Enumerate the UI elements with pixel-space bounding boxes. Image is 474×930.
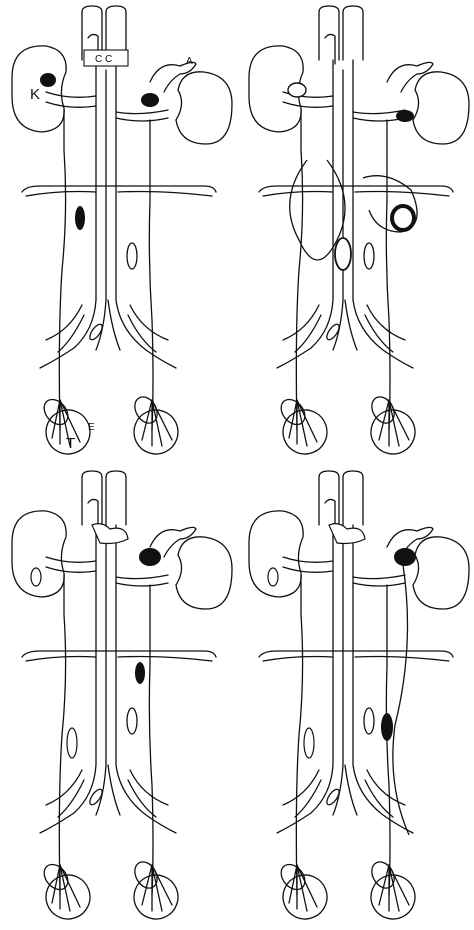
mass-adrenal [139, 548, 161, 566]
mass-adrenal [141, 93, 159, 107]
label-epididymis: E [88, 422, 95, 433]
panel-4 [249, 471, 469, 925]
panel-1: K C C A T E [12, 6, 232, 460]
label-cc: C C [95, 54, 112, 65]
mass-gonadal [135, 662, 145, 684]
panel-3 [12, 471, 232, 925]
label-testis: T [66, 435, 75, 452]
mass-adrenal [394, 548, 416, 566]
mass-upper-left [288, 83, 306, 97]
mass-right-loop [392, 206, 414, 230]
mass-left-loop [335, 238, 351, 270]
mass-upper-right [396, 110, 414, 122]
mass-gonadal [381, 713, 393, 741]
mass-gonadal [75, 206, 85, 230]
panel-2 [249, 6, 469, 460]
label-adrenal: A [186, 56, 193, 67]
label-kidney: K [30, 86, 40, 103]
mass-kidney [40, 73, 56, 87]
